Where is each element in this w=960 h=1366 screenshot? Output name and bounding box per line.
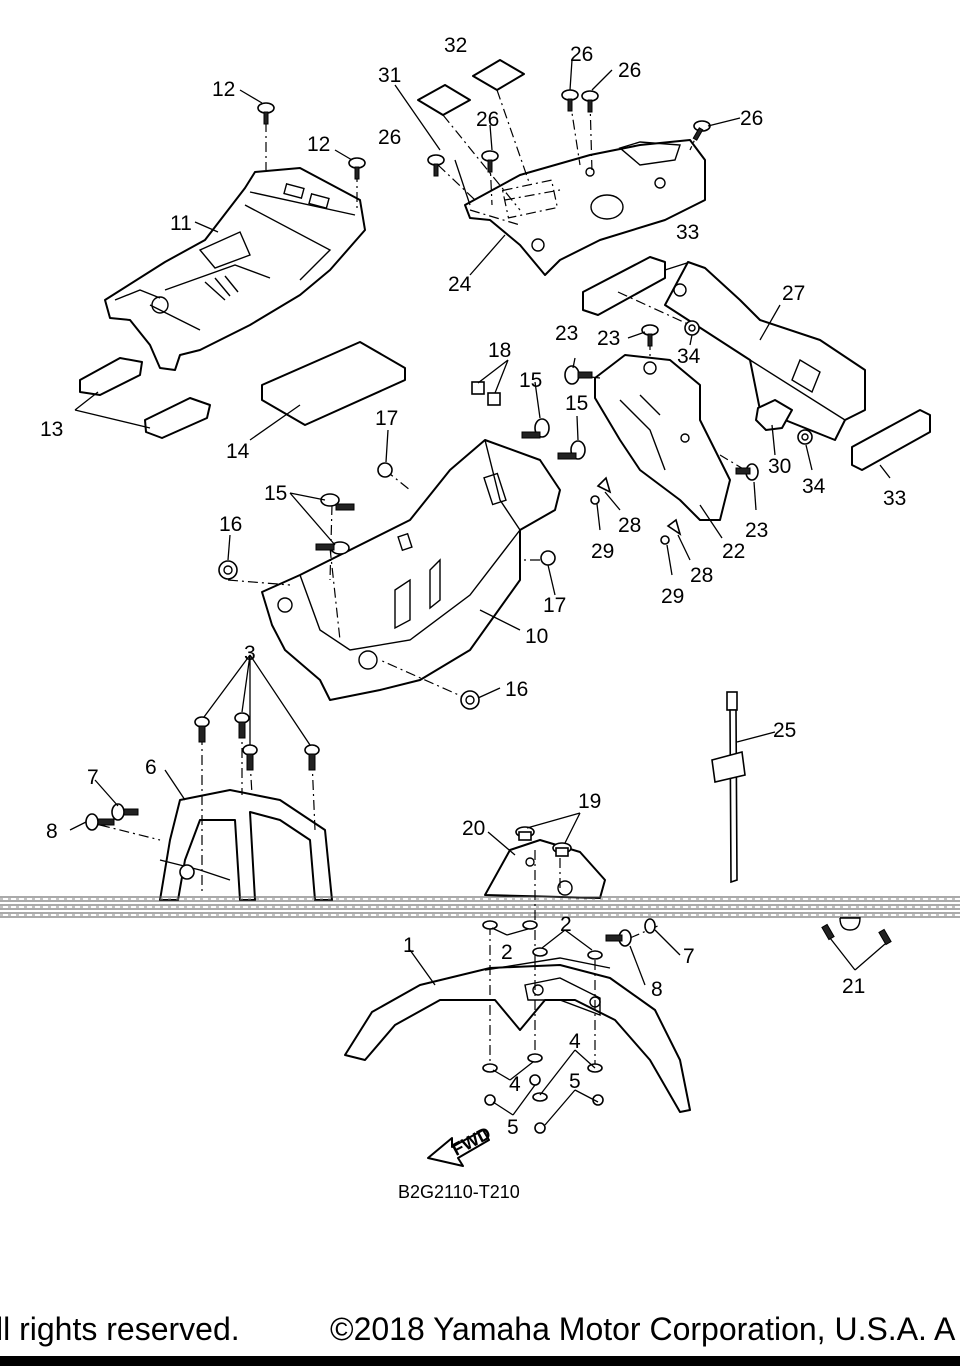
callout-2a: 2 <box>501 941 513 964</box>
callout-15c: 15 <box>264 482 287 505</box>
part-22-license-bracket <box>594 354 731 521</box>
part-24-rear-cowl <box>464 139 706 276</box>
callout-7b: 7 <box>683 945 695 968</box>
callout-labels: 1 2 2 2 3 4 4 5 5 6 7 7 8 8 10 11 12 12 … <box>40 34 906 1139</box>
part-31-32-stickers <box>417 59 531 211</box>
fwd-arrow: FWD <box>427 1123 495 1167</box>
callout-12b: 12 <box>307 133 330 156</box>
callout-34b: 34 <box>802 475 826 498</box>
break-line <box>0 896 960 918</box>
callout-29a: 29 <box>591 540 614 563</box>
callout-26b: 26 <box>476 108 499 131</box>
callout-22: 22 <box>722 540 745 563</box>
figure-code: B2G2110-T210 <box>398 1182 520 1202</box>
callout-5b: 5 <box>569 1070 581 1093</box>
callout-26e: 26 <box>740 107 763 130</box>
callout-31: 31 <box>378 64 401 87</box>
callout-17a: 17 <box>375 407 398 430</box>
part-1-front-fender <box>344 957 691 1113</box>
callout-25: 25 <box>773 719 796 742</box>
callout-1: 1 <box>403 934 415 957</box>
callout-30: 30 <box>768 455 791 478</box>
callout-24: 24 <box>448 273 472 296</box>
callout-26a: 26 <box>378 126 401 149</box>
callout-20: 20 <box>462 817 485 840</box>
callout-7a: 7 <box>87 766 99 789</box>
callout-28b: 28 <box>690 564 713 587</box>
callout-18: 18 <box>488 339 511 362</box>
part-20-bracket <box>484 839 606 899</box>
callout-32: 32 <box>444 34 467 57</box>
callout-15b: 15 <box>565 392 588 415</box>
callout-6: 6 <box>145 756 157 779</box>
bottom-bar <box>0 1356 960 1366</box>
footer-rights-text: ll rights reserved. <box>0 1311 240 1347</box>
callout-17b: 17 <box>543 594 566 617</box>
callout-3: 3 <box>244 642 256 665</box>
callout-8a: 8 <box>46 820 58 843</box>
callout-23a: 23 <box>555 322 578 345</box>
callout-12a: 12 <box>212 78 235 101</box>
callout-11: 11 <box>170 212 192 235</box>
callout-26c: 26 <box>570 43 593 66</box>
part-6-grab-bar <box>159 789 333 901</box>
callout-16a: 16 <box>219 513 242 536</box>
callout-23b: 23 <box>597 327 620 350</box>
callout-19: 19 <box>578 790 601 813</box>
callout-27: 27 <box>782 282 805 305</box>
callout-2b: 2 <box>560 913 572 936</box>
part-11-seat-frame <box>104 167 366 371</box>
part-13-14-pads <box>79 341 406 439</box>
callout-4a: 4 <box>509 1073 521 1096</box>
callout-29b: 29 <box>661 585 684 608</box>
callout-33a: 33 <box>676 221 699 244</box>
part-30-rubber <box>755 399 793 431</box>
part-25-cable-tie <box>711 691 746 884</box>
callout-5a: 5 <box>507 1116 519 1139</box>
callout-21: 21 <box>842 975 865 998</box>
leader-lines <box>69 59 891 1126</box>
fwd-label: FWD <box>449 1123 495 1160</box>
part-33-reflectors <box>582 256 931 471</box>
callout-23c: 23 <box>745 519 768 542</box>
assembly-lines <box>99 99 746 1065</box>
callout-10: 10 <box>525 625 548 648</box>
callout-26d: 26 <box>618 59 641 82</box>
part-10-fender-tray <box>261 439 561 701</box>
callout-13: 13 <box>40 418 63 441</box>
callout-15a: 15 <box>519 369 542 392</box>
callout-34a: 34 <box>677 345 701 368</box>
callout-4b: 4 <box>569 1030 581 1053</box>
hardware-fasteners <box>85 89 892 1134</box>
callout-33b: 33 <box>883 487 906 510</box>
footer-copyright-text: ©2018 Yamaha Motor Corporation, U.S.A. A <box>330 1311 956 1347</box>
callout-16b: 16 <box>505 678 528 701</box>
callout-28a: 28 <box>618 514 641 537</box>
callout-14: 14 <box>226 440 250 463</box>
copyright-footer: ll rights reserved. ©2018 Yamaha Motor C… <box>0 1306 960 1352</box>
callout-8b: 8 <box>651 978 663 1001</box>
